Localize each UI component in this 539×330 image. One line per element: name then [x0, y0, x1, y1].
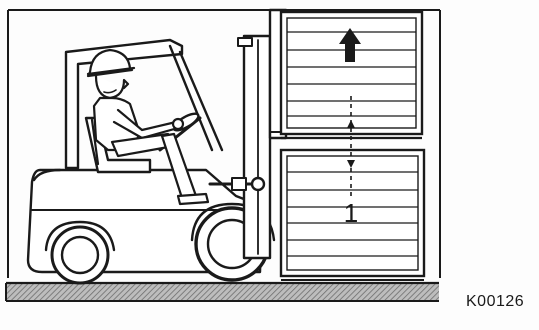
lower-crate-number: 1 — [336, 198, 366, 229]
figure-code: K00126 — [466, 293, 524, 311]
floor — [6, 283, 439, 301]
